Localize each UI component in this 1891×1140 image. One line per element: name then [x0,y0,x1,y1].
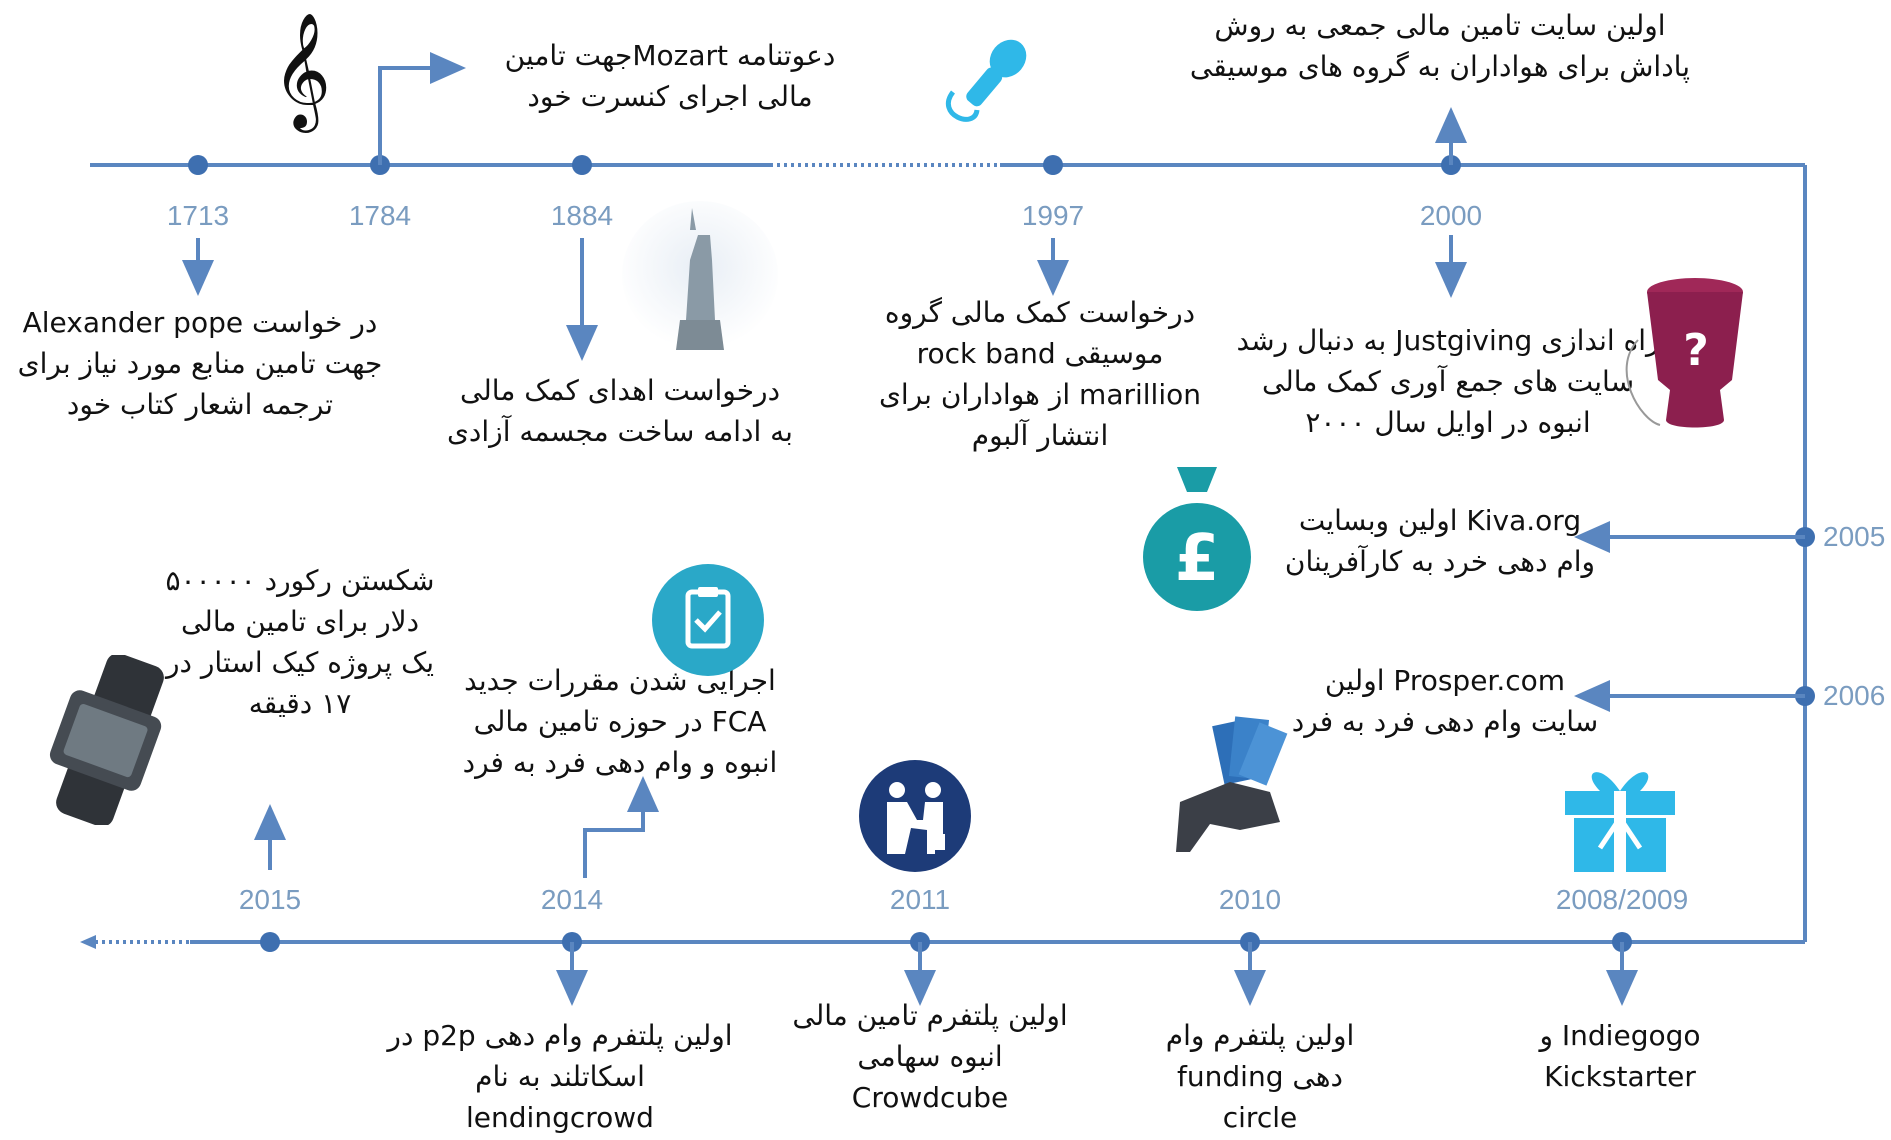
money-bag-icon: £ [1143,467,1251,611]
year-2014: 2014 [540,884,604,915]
year-1997: 1997 [1021,200,1085,231]
year-2010: 2010 [1218,884,1282,915]
statue-icon [622,201,778,350]
year-1784: 1784 [348,200,412,231]
year-2000: 2000 [1419,200,1483,231]
smartwatch-icon [49,655,164,825]
year-2008-2009: 2008/2009 [1555,884,1689,915]
year-1884: 1884 [550,200,614,231]
donation-question-mark: ? [1683,325,1709,376]
handshake-icon [859,760,971,872]
year-2011: 2011 [889,884,951,915]
year-1713: 1713 [166,200,230,231]
clipboard-icon [652,564,764,676]
gift-icon [1565,772,1675,872]
treble-clef-icon: 𝄞 [272,11,332,128]
cash-hand-icon [1176,716,1288,852]
donation-box-icon: ? [1625,278,1743,428]
year-2006: 2006 [1823,680,1886,711]
year-2005: 2005 [1823,521,1886,552]
pound-sign: £ [1175,522,1220,596]
microphone-icon [945,39,1027,122]
year-2015: 2015 [238,884,302,915]
